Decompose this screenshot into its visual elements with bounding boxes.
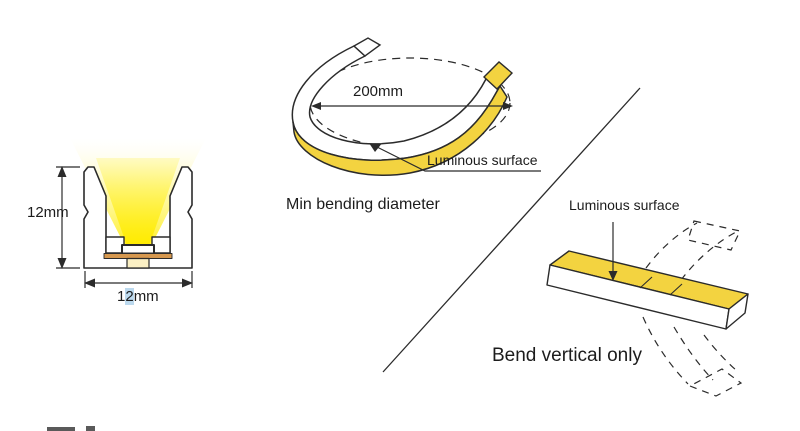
height-arrow-down bbox=[57, 258, 67, 269]
diameter-arrow-right bbox=[503, 102, 513, 110]
luminous-leader-arrow bbox=[369, 143, 381, 152]
width-label-post: mm bbox=[133, 288, 159, 305]
luminous-pointer-arrow bbox=[608, 271, 618, 281]
min-bending-diameter-caption: Min bending diameter bbox=[286, 196, 440, 213]
light-beam-core bbox=[96, 158, 180, 246]
width-dimension bbox=[84, 271, 193, 288]
bend-vertical-only-caption: Bend vertical only bbox=[492, 345, 642, 366]
width-label-highlighted-digit: 2 bbox=[125, 288, 134, 305]
luminous-surface-label-straight: Luminous surface bbox=[569, 197, 680, 213]
strip-right-end-cap bbox=[725, 293, 749, 330]
bent-strip-luminous-face bbox=[292, 85, 508, 177]
bend-vertical-diagram bbox=[546, 220, 749, 397]
width-arrow-left bbox=[84, 278, 95, 288]
luminous-surface-label-bend: Luminous surface bbox=[427, 152, 538, 168]
pcb-strip bbox=[103, 253, 173, 259]
height-dimension bbox=[56, 166, 80, 269]
height-arrow-up bbox=[57, 166, 67, 177]
ghost-bend-down bbox=[642, 316, 743, 397]
height-dimension-label: 12mm bbox=[27, 204, 69, 221]
diameter-arrow-left bbox=[311, 102, 321, 110]
diameter-value-label: 200mm bbox=[353, 83, 404, 100]
width-dimension-label: 12mm bbox=[117, 288, 159, 306]
led-chip bbox=[121, 244, 155, 255]
ghost-bend-up bbox=[645, 220, 741, 281]
width-label-pre: 1 bbox=[117, 288, 126, 305]
cutoff-text-mark bbox=[86, 426, 95, 431]
bend-crease-marks bbox=[639, 276, 683, 296]
cutoff-text-mark bbox=[47, 427, 75, 431]
bent-strip-right-end-cap bbox=[482, 61, 514, 90]
width-arrow-right bbox=[182, 278, 193, 288]
divider-line bbox=[382, 87, 641, 373]
bottom-tab bbox=[126, 257, 150, 269]
cross-section-diagram bbox=[56, 138, 206, 288]
bend-diameter-diagram bbox=[291, 37, 541, 177]
luminous-leader-line bbox=[374, 145, 541, 172]
bent-strip-left-end-cap bbox=[352, 37, 382, 57]
